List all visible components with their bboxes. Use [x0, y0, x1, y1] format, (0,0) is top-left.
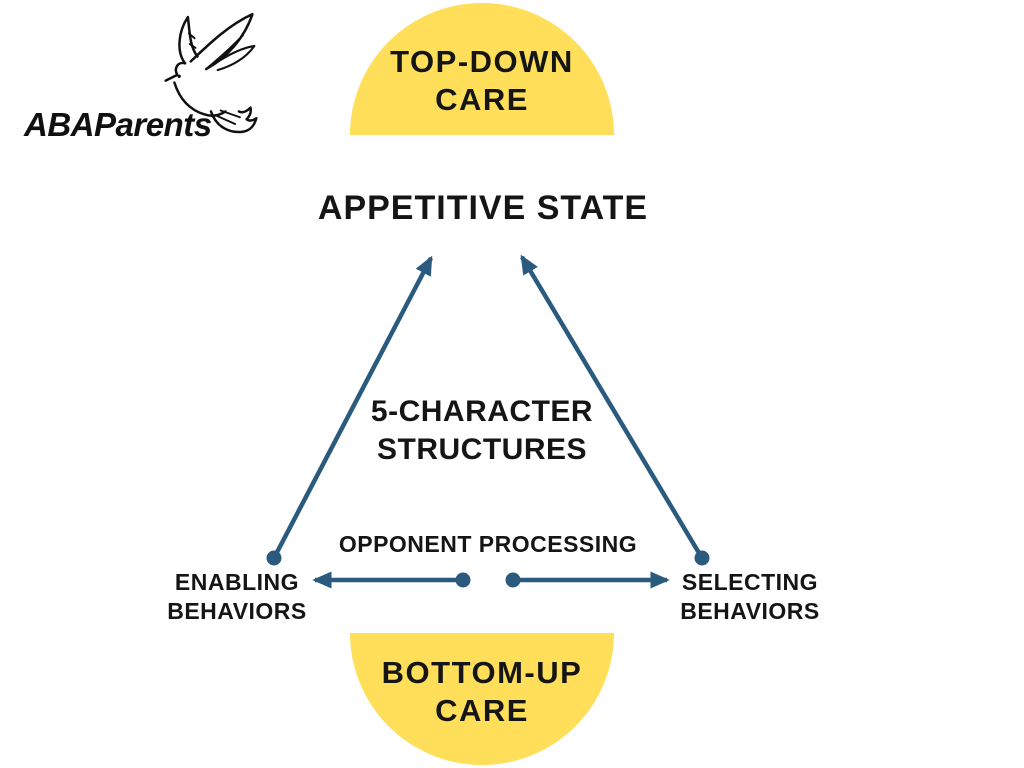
top-arc-line1: TOP-DOWN [390, 44, 574, 79]
opponent-processing-label: OPPONENT PROCESSING [338, 531, 638, 557]
selecting-behaviors-label: SELECTING BEHAVIORS [680, 568, 820, 626]
center-label-line2: STRUCTURES [376, 433, 588, 466]
appetitive-state-heading: APPETITIVE STATE [317, 189, 649, 227]
center-label-line1: 5-CHARACTER [370, 395, 594, 428]
dot-opponent-right [505, 572, 521, 588]
five-character-structures-label: 5-CHARACTER STRUCTURES [371, 393, 593, 469]
dot-right-corner [694, 550, 710, 566]
dove-icon [164, 12, 258, 134]
dove-eye [177, 74, 181, 78]
dot-left-corner [266, 550, 282, 566]
top-arc-line2: CARE [435, 82, 529, 117]
bottom-arc-line1: BOTTOM-UP [381, 655, 583, 690]
left-node-line1: ENABLING [174, 569, 300, 595]
enabling-behaviors-label: ENABLING BEHAVIORS [167, 568, 307, 626]
arrow-right-diagonal [520, 254, 704, 560]
bottom-arc-line2: CARE [435, 693, 529, 728]
arrow-left-diagonal [272, 255, 433, 560]
top-down-care-arc: TOP-DOWN CARE [350, 3, 614, 135]
brand-text: ABAParents [24, 106, 212, 143]
left-node-line2: BEHAVIORS [167, 598, 307, 624]
right-node-line1: SELECTING [681, 569, 819, 595]
dot-opponent-left [455, 572, 471, 588]
right-node-line2: BEHAVIORS [680, 598, 820, 624]
